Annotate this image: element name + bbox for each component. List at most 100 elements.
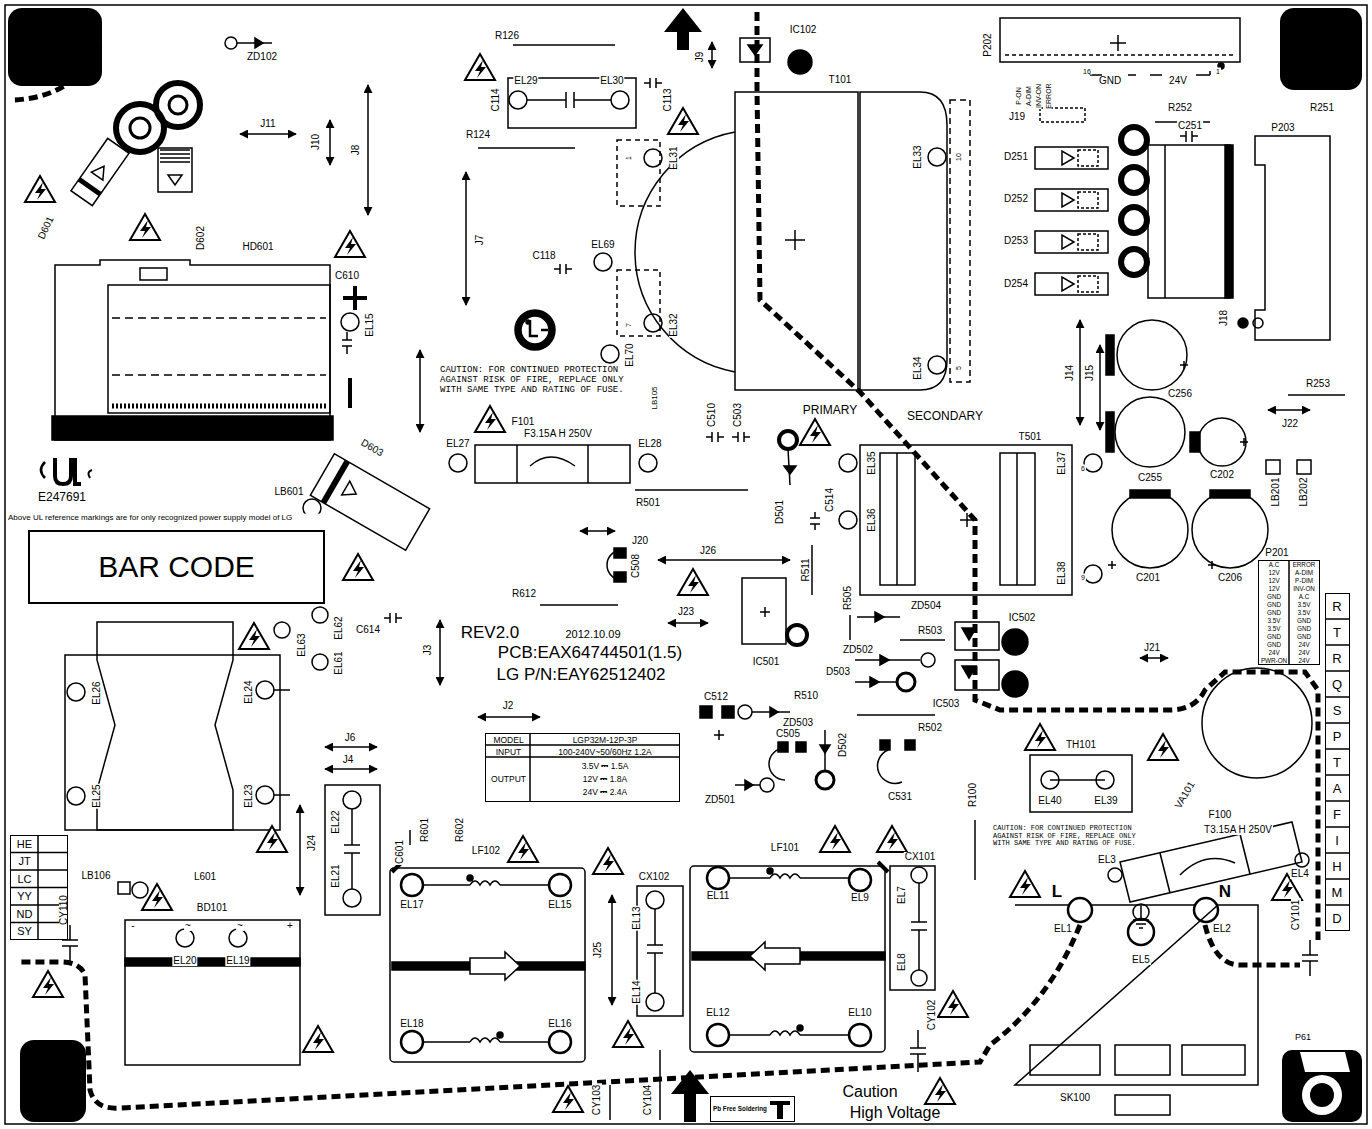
- part-label: LF101: [770, 843, 800, 853]
- part-label: J25: [593, 941, 603, 959]
- part-label: ZD504: [910, 601, 942, 611]
- table-cell: GND: [1259, 601, 1289, 609]
- part-label: EL12: [705, 1008, 730, 1018]
- part-label: EL22: [331, 809, 341, 834]
- part-label: EL26: [92, 680, 102, 705]
- table-cell: 100-240V~50/60Hz 1.2A: [531, 746, 679, 758]
- part-label: BD101: [196, 903, 229, 913]
- part-label: VA101: [1173, 779, 1197, 811]
- table-cell: A-DIM: [1289, 569, 1319, 577]
- part-label: C514: [825, 487, 835, 513]
- part-label: 2012.10.09: [564, 629, 621, 640]
- part-label: LB601: [274, 487, 305, 497]
- part-label: 7: [625, 322, 632, 328]
- part-label: L: [1051, 883, 1063, 900]
- part-label: P203: [1270, 123, 1295, 133]
- part-label: LB106: [81, 871, 112, 881]
- part-label: EL25: [92, 783, 102, 808]
- part-label: EL15: [365, 312, 375, 337]
- table-cell: GND: [1259, 609, 1289, 617]
- part-label: EL29: [513, 76, 538, 86]
- part-label: 1: [1215, 68, 1221, 75]
- part-label: C512: [703, 692, 729, 702]
- table-cell: INV-ON: [1289, 585, 1319, 593]
- part-label: LG P/N:EAY62512402: [496, 666, 667, 683]
- part-label: J19: [1008, 112, 1026, 122]
- part-label: 10: [955, 152, 962, 162]
- part-label: TH101: [1065, 740, 1097, 750]
- part-label: D602: [196, 225, 206, 251]
- part-label: CY101: [1291, 899, 1301, 932]
- part-label: IC503: [932, 699, 961, 709]
- part-label: EL14: [632, 979, 642, 1004]
- part-label: C201: [1135, 573, 1161, 583]
- part-label: R502: [917, 723, 943, 733]
- part-label: C601: [395, 839, 405, 865]
- part-label: D251: [1003, 152, 1029, 162]
- table-cell: LGP32M-12P-3P: [531, 734, 679, 746]
- table-cell: T: [1326, 620, 1348, 646]
- part-label: J8: [351, 144, 361, 157]
- part-label: J4: [342, 755, 355, 765]
- part-label: J10: [311, 133, 321, 151]
- part-label: ~: [184, 921, 192, 931]
- table-cell: Q: [1326, 672, 1348, 698]
- part-label: GND: [1098, 76, 1122, 86]
- part-label: R253: [1305, 379, 1331, 389]
- part-label: J11: [259, 119, 276, 129]
- part-label: EL17: [399, 900, 424, 910]
- table-cell: P: [1326, 724, 1348, 750]
- table-cell: GND: [1259, 593, 1289, 601]
- part-label: T501: [1018, 432, 1043, 442]
- part-label: EL1: [1053, 924, 1073, 934]
- part-label: P201: [1264, 548, 1289, 558]
- part-label: PRIMARY: [802, 404, 858, 416]
- table-cell: A.C: [1259, 561, 1289, 569]
- part-label: J18: [1219, 309, 1229, 327]
- part-label: R503: [917, 626, 943, 636]
- part-label: EL18: [399, 1019, 424, 1029]
- part-label: R501: [635, 498, 661, 508]
- table-cell: 12V ⎓ 1.8A: [531, 773, 679, 786]
- table-cell: JT: [11, 853, 38, 870]
- part-label: EL15: [547, 900, 572, 910]
- part-label: 6: [1080, 465, 1086, 472]
- table-cell: 3.5V: [1259, 617, 1289, 625]
- part-label: D503: [825, 667, 851, 677]
- table-cell: 24V: [1289, 641, 1319, 649]
- part-label: EL11: [706, 891, 731, 901]
- part-label: R124: [465, 130, 491, 140]
- part-label: ERROR: [1045, 82, 1052, 109]
- table-cell: INPUT: [486, 746, 531, 758]
- part-label: ZD102: [246, 52, 278, 62]
- table-cell: 3.5V ⎓ 1.5A: [531, 760, 679, 773]
- part-label: R251: [1309, 103, 1335, 113]
- part-label: P202: [983, 32, 993, 57]
- part-label: EL32: [669, 312, 679, 337]
- part-label: CAUTION: FOR CONTINUED PROTECTION AGAINS…: [439, 366, 631, 396]
- part-label: EL36: [867, 507, 877, 532]
- part-label: R100: [968, 782, 978, 808]
- part-label: N: [1218, 883, 1232, 900]
- part-label: R505: [843, 585, 853, 611]
- part-label: LB105: [651, 385, 659, 410]
- table-cell: ND: [11, 906, 38, 923]
- part-label: EL3: [1097, 855, 1117, 865]
- part-label: R126: [494, 31, 520, 41]
- part-label: IC102: [789, 25, 818, 35]
- table-box: RTRQSPTAFIHMD: [1325, 593, 1350, 931]
- part-label: J3: [423, 644, 433, 657]
- table-cell: OUTPUT: [486, 758, 531, 801]
- table-cell: 3.5V: [1259, 625, 1289, 633]
- part-label: EL13: [632, 905, 642, 930]
- part-label: EL37: [1057, 450, 1067, 475]
- part-label: Caution: [841, 1084, 898, 1100]
- part-label: J14: [1065, 364, 1075, 382]
- table-cell: M: [1326, 880, 1348, 906]
- part-label: EL70: [625, 342, 635, 367]
- table-cell: BAR CODE: [30, 532, 323, 602]
- table-cell: 12V: [1259, 585, 1289, 593]
- part-label: F101: [511, 417, 536, 427]
- part-label: HD601: [241, 242, 274, 252]
